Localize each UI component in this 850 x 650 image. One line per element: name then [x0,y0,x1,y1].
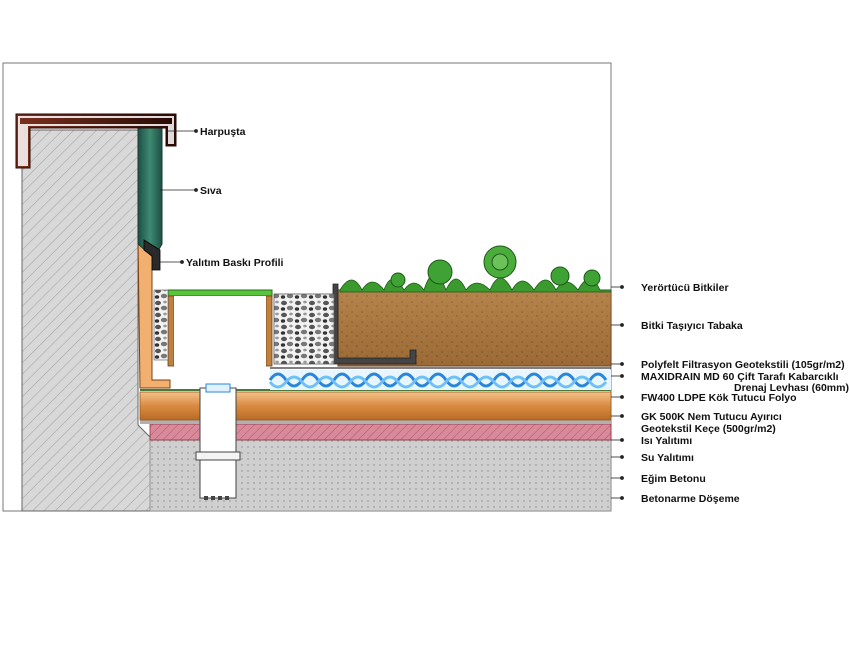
ground-cover-plants [339,245,612,293]
label-polyfelt: Polyfelt Filtrasyon Geotekstili (105gr/m… [641,359,845,371]
label-harpusta: Harpuşta [200,126,246,138]
label-betonarme-doseme: Betonarme Döşeme [641,493,740,505]
thin-membrane [140,420,611,424]
edge-profile [332,283,417,365]
gravel-strip [273,293,335,365]
drainage-board [268,370,611,390]
label-isi-yalitimi: Isı Yalıtımı [641,435,692,447]
label-yalitim-baski-profili: Yalıtım Baskı Profili [186,257,284,269]
label-yerortucu-bitkiler: Yerörtücü Bitkiler [641,282,729,294]
label-fw400: FW400 LDPE Kök Tutucu Folyo [641,392,797,404]
leader-lines [160,129,624,500]
label-maxidrain-line1: MAXIDRAIN MD 60 Çift Tarafı Kabarcıklı [641,371,839,383]
plaster-layer [137,125,163,259]
label-maxidrain-line2: Drenaj Levhası (60mm) [734,382,849,394]
label-gk500k-line1: GK 500K Nem Tutucu Ayırıcı [641,411,782,423]
label-gk500k-line2: Geotekstil Keçe (500gr/m2) [641,423,776,435]
label-egim-betonu: Eğim Betonu [641,473,706,485]
label-siva: Sıva [200,185,222,197]
label-su-yalitimi: Su Yalıtımı [641,452,694,464]
insulation-pressure-profile [143,239,161,271]
label-bitki-tasiyici-tabaka: Bitki Taşıyıcı Tabaka [641,320,743,332]
roof-drain [195,383,241,500]
inspection-chamber [167,289,273,367]
flashing-cap [15,113,177,169]
